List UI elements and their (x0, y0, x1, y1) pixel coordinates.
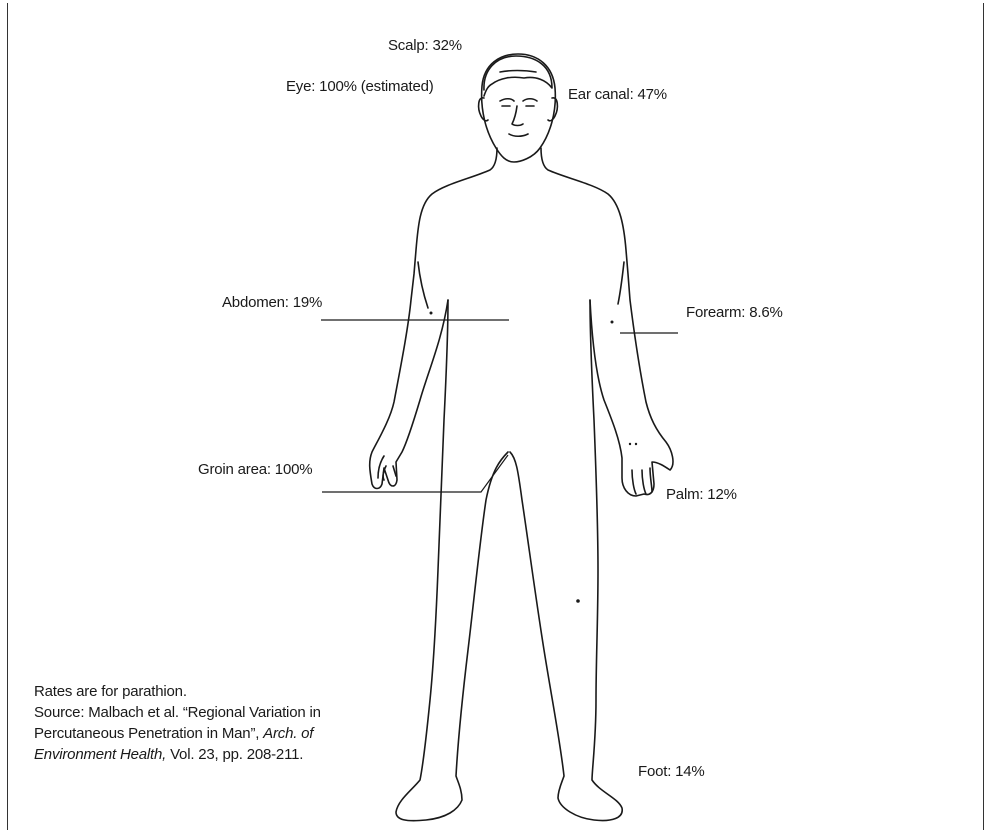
right-leg-outline (510, 300, 622, 821)
palm-label: Palm: 12% (666, 486, 737, 503)
source-note: Rates are for parathion. Source: Malbach… (34, 681, 321, 765)
foot-label: Foot: 14% (638, 763, 705, 780)
groin-area-label: Groin area: 100% (198, 461, 312, 478)
note-line-2: Source: Malbach et al. “Regional Variati… (34, 702, 321, 723)
ear-canal-label: Ear canal: 47% (568, 86, 667, 103)
left-leg-outline (396, 300, 508, 821)
note-line-4: Environment Health, Vol. 23, pp. 208-211… (34, 744, 321, 765)
torso-outline (370, 148, 497, 489)
groin-leader (322, 455, 508, 492)
note-line-3: Percutaneous Penetration in Man”, Arch. … (34, 723, 321, 744)
forearm-label: Forearm: 8.6% (686, 304, 783, 321)
eye-label: Eye: 100% (estimated) (286, 78, 434, 95)
scalp-label: Scalp: 32% (388, 37, 462, 54)
abdomen-label: Abdomen: 19% (222, 294, 322, 311)
note-line-1: Rates are for parathion. (34, 681, 321, 702)
